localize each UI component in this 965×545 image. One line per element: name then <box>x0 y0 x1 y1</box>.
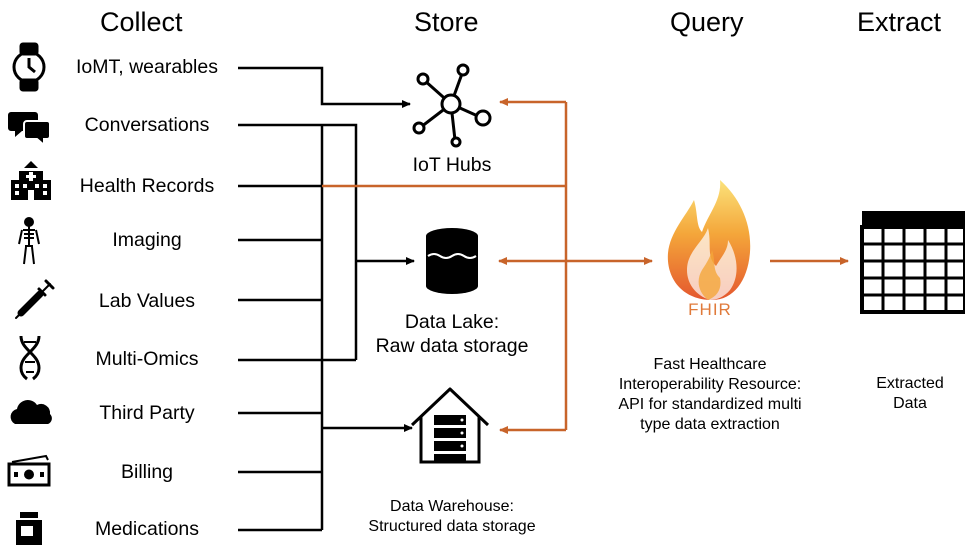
fhir-description-line4: type data extraction <box>640 416 780 433</box>
syringe-icon <box>15 279 55 319</box>
database-icon <box>426 228 478 294</box>
header-collect: Collect <box>100 7 183 37</box>
connector-conversations <box>238 123 358 360</box>
collect-connectors <box>238 66 415 532</box>
skeleton-icon <box>18 217 40 265</box>
fhir-description-line3: API for standardized multi <box>618 396 802 413</box>
fhir-description-line2: Interoperability Resource: <box>618 376 802 393</box>
cloud-icon <box>10 400 52 424</box>
data-warehouse-subtitle: Structured data storage <box>368 518 536 535</box>
source-label: IoMT, wearables <box>76 56 218 78</box>
fhir-flame-icon <box>667 180 751 300</box>
query-connectors <box>322 98 849 434</box>
dna-icon <box>19 335 41 381</box>
pill-bottle-icon <box>16 512 42 545</box>
connector-iomt <box>238 66 411 108</box>
extracted-data-line1: Extracted <box>876 375 944 392</box>
watch-icon <box>12 42 46 92</box>
extracted-data-line2: Data <box>893 395 927 412</box>
data-lake-subtitle: Raw data storage <box>375 335 529 357</box>
data-lake-title: Data Lake: <box>404 311 500 333</box>
source-label: Lab Values <box>98 290 196 312</box>
iot-hubs-label: IoT Hubs <box>412 154 492 176</box>
fhir-logo-text: FHIR <box>688 300 732 319</box>
hub-network-icon <box>412 63 492 148</box>
header-store: Store <box>414 7 479 37</box>
warehouse-icon <box>410 387 490 464</box>
money-icon <box>7 454 51 487</box>
fhir-description-line1: Fast Healthcare <box>653 356 767 373</box>
table-grid-icon <box>860 211 965 314</box>
source-label: Third Party <box>99 402 195 424</box>
chat-bubbles-icon <box>8 112 51 148</box>
data-warehouse-title: Data Warehouse: <box>390 498 514 515</box>
header-extract: Extract <box>857 7 942 37</box>
source-label: Multi-Omics <box>95 348 199 370</box>
hospital-icon <box>11 161 51 200</box>
source-label: Conversations <box>84 114 210 136</box>
source-label: Medications <box>94 518 200 540</box>
source-label: Health Records <box>79 175 215 197</box>
header-query: Query <box>670 7 744 37</box>
source-label: Imaging <box>112 229 182 251</box>
source-label: Billing <box>120 461 174 483</box>
